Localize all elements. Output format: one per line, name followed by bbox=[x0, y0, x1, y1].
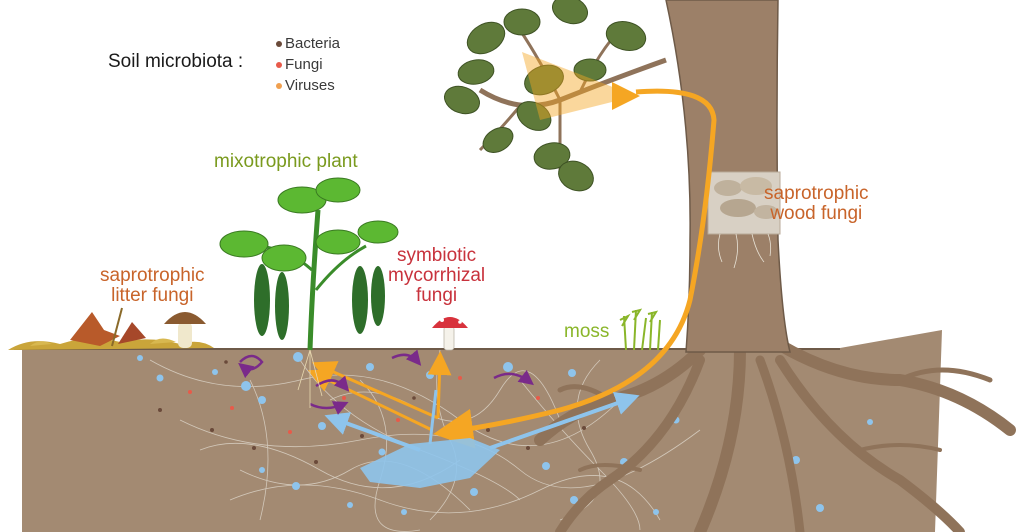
viruses-dot-icon bbox=[276, 82, 282, 89]
fungi-dot-icon bbox=[276, 61, 282, 68]
oak-leaves bbox=[444, 0, 647, 192]
legend-label-fungi: Fungi bbox=[285, 56, 323, 73]
bacteria-dot-icon bbox=[276, 40, 282, 47]
legend-item-bacteria: Bacteria bbox=[276, 33, 340, 54]
legend-item-fungi: Fungi bbox=[276, 54, 340, 75]
microbiota-legend: Bacteria Fungi Viruses bbox=[276, 33, 340, 96]
nutrient-cycle-arrows bbox=[238, 349, 534, 415]
mixotrophic-plant bbox=[219, 177, 399, 408]
legend-item-viruses: Viruses bbox=[276, 75, 340, 96]
soil-microbes bbox=[137, 352, 873, 515]
label-mixotrophic-plant: mixotrophic plant bbox=[214, 151, 358, 172]
litter-layer bbox=[8, 307, 214, 350]
oyster-mushroom-photo bbox=[707, 171, 781, 269]
carbon-flow-arrow bbox=[433, 88, 717, 449]
label-symbiotic-mycorrhizal-fungi: symbiotic mycorrhizal fungi bbox=[388, 245, 486, 306]
nutrient-flow bbox=[324, 389, 640, 488]
legend-label-viruses: Viruses bbox=[285, 77, 335, 94]
label-saprotrophic-wood-fungi: saprotrophic wood fungi bbox=[764, 183, 869, 224]
soil-ground bbox=[22, 330, 942, 532]
legend-title: Soil microbiota : bbox=[108, 51, 244, 72]
carbon-cone-arrowhead bbox=[612, 82, 640, 110]
label-saprotrophic-litter-fungi: saprotrophic litter fungi bbox=[100, 265, 205, 306]
amanita-mushroom bbox=[432, 312, 468, 351]
moss bbox=[619, 308, 661, 351]
bolete-mushroom bbox=[164, 312, 206, 348]
carbon-cone bbox=[522, 52, 636, 120]
legend-label-bacteria: Bacteria bbox=[285, 35, 341, 52]
label-moss: moss bbox=[564, 321, 610, 342]
